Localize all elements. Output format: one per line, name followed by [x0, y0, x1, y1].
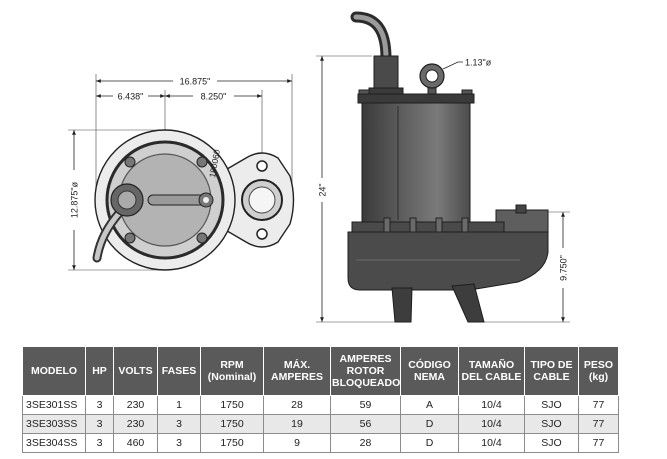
cable-gland: [373, 55, 399, 93]
cell-hp: 3: [85, 414, 114, 434]
dim-right-label: 8.250": [201, 92, 227, 102]
col-header-max-amperes: MÁX. AMPERES: [263, 346, 331, 396]
col-header-codigo-nema: CÓDIGO NEMA: [400, 346, 459, 396]
table-row: 3SE304SS 3 460 3 1750 9 28 D 10/4 SJO 77: [22, 433, 619, 453]
cell-rpm: 1750: [200, 433, 264, 453]
table-row: 3SE303SS 3 230 3 1750 19 56 D 10/4 SJO 7…: [22, 414, 619, 434]
cell-tamano-cable: 10/4: [458, 395, 525, 415]
cell-tamano-cable: 10/4: [458, 414, 525, 434]
col-header-tamano-cable: TAMAÑO DEL CABLE: [458, 346, 525, 396]
side-view: 24" 9.750" 1.13"ø: [316, 11, 570, 323]
cell-amperes-rotor-bloqueado: 56: [330, 414, 401, 434]
cable-gland-top-inner: [117, 190, 137, 210]
col-header-rpm: RPM (Nominal): [200, 346, 264, 396]
top-view-pump: 180060: [92, 129, 295, 271]
cell-modelo: 3SE301SS: [22, 395, 86, 415]
casting-mark: 180060: [207, 148, 222, 178]
dim-overall-label: 16.875": [180, 77, 211, 87]
discharge-bolt: [515, 204, 527, 214]
cell-max-amperes: 19: [263, 414, 331, 434]
cell-fases: 3: [157, 414, 201, 434]
motor-flange: [351, 221, 505, 233]
dim-eye-label: 1.13"ø: [465, 58, 492, 68]
cell-tipo-cable: SJO: [524, 414, 579, 434]
cell-max-amperes: 28: [263, 395, 331, 415]
cell-modelo: 3SE303SS: [22, 414, 86, 434]
cell-fases: 3: [157, 433, 201, 453]
cell-volts: 460: [113, 433, 158, 453]
flange-bolt-hole: [256, 228, 268, 240]
cell-fases: 1: [157, 395, 201, 415]
cell-tipo-cable: SJO: [524, 395, 579, 415]
cell-modelo: 3SE304SS: [22, 433, 86, 453]
cell-tipo-cable: SJO: [524, 433, 579, 453]
cell-rpm: 1750: [200, 414, 264, 434]
lifting-handle-top: [147, 194, 207, 206]
cell-rpm: 1750: [200, 395, 264, 415]
dim-left-label: 6.438": [118, 92, 144, 102]
col-header-modelo: MODELO: [22, 346, 86, 396]
pump-drawing: 16.875" 6.438" 8.250" 12.875"ø: [68, 11, 570, 323]
table-row: 3SE301SS 3 230 1 1750 28 59 A 10/4 SJO 7…: [22, 395, 619, 415]
cell-codigo-nema: D: [400, 414, 459, 434]
power-cable-core: [353, 14, 389, 61]
cell-amperes-rotor-bloqueado: 28: [330, 433, 401, 453]
cell-peso: 77: [578, 433, 619, 453]
cell-hp: 3: [85, 395, 114, 415]
cell-amperes-rotor-bloqueado: 59: [330, 395, 401, 415]
cell-codigo-nema: D: [400, 433, 459, 453]
lifting-eye-top-hole: [203, 197, 209, 203]
bolt-icon: [124, 156, 136, 168]
flange-bolt: [383, 217, 391, 233]
cell-volts: 230: [113, 395, 158, 415]
volute-casing: [347, 231, 549, 291]
flange-bolt: [461, 217, 469, 233]
cell-codigo-nema: A: [400, 395, 459, 415]
flange-bolt: [409, 217, 417, 233]
col-header-peso: PESO (kg): [578, 346, 619, 396]
dim-diameter-label: 12.875"ø: [70, 181, 80, 218]
cell-peso: 77: [578, 395, 619, 415]
discharge-port-inner: [248, 186, 276, 214]
col-header-amperes-rotor-bloqueado: AMPERES ROTOR BLOQUEADO: [330, 346, 401, 396]
eye-leader-line: [442, 61, 463, 70]
flange-bolt: [435, 217, 443, 233]
cell-tamano-cable: 10/4: [458, 433, 525, 453]
top-view: 16.875" 6.438" 8.250" 12.875"ø: [68, 74, 295, 271]
cell-max-amperes: 9: [263, 433, 331, 453]
flange-bolt-hole: [256, 160, 268, 172]
bolt-icon: [124, 232, 136, 244]
lifting-eye-hole: [425, 69, 439, 83]
spec-table: MODELO HP VOLTS FASES RPM (Nominal) MÁX.…: [22, 346, 619, 453]
dim-discharge-height-label: 9.750": [559, 255, 569, 281]
col-header-hp: HP: [85, 346, 114, 396]
dim-height-label: 24": [318, 183, 328, 196]
motor-top-cap: [357, 93, 475, 104]
side-view-dimensions: 24" 9.750" 1.13"ø: [316, 55, 570, 323]
header-row: MODELO HP VOLTS FASES RPM (Nominal) MÁX.…: [22, 346, 619, 396]
motor-housing: [361, 102, 471, 223]
col-header-tipo-cable: TIPO DE CABLE: [524, 346, 579, 396]
col-header-fases: FASES: [157, 346, 201, 396]
col-header-volts: VOLTS: [113, 346, 158, 396]
cell-peso: 77: [578, 414, 619, 434]
power-cable-top-core: [94, 209, 123, 261]
side-view-pump: [347, 11, 549, 323]
cell-volts: 230: [113, 414, 158, 434]
pump-leg-right: [451, 283, 485, 323]
bolt-icon: [196, 156, 208, 168]
cell-hp: 3: [85, 433, 114, 453]
pump-leg-left: [391, 287, 413, 323]
bolt-icon: [196, 232, 208, 244]
top-view-dimensions: 16.875" 6.438" 8.250" 12.875"ø: [68, 74, 293, 271]
